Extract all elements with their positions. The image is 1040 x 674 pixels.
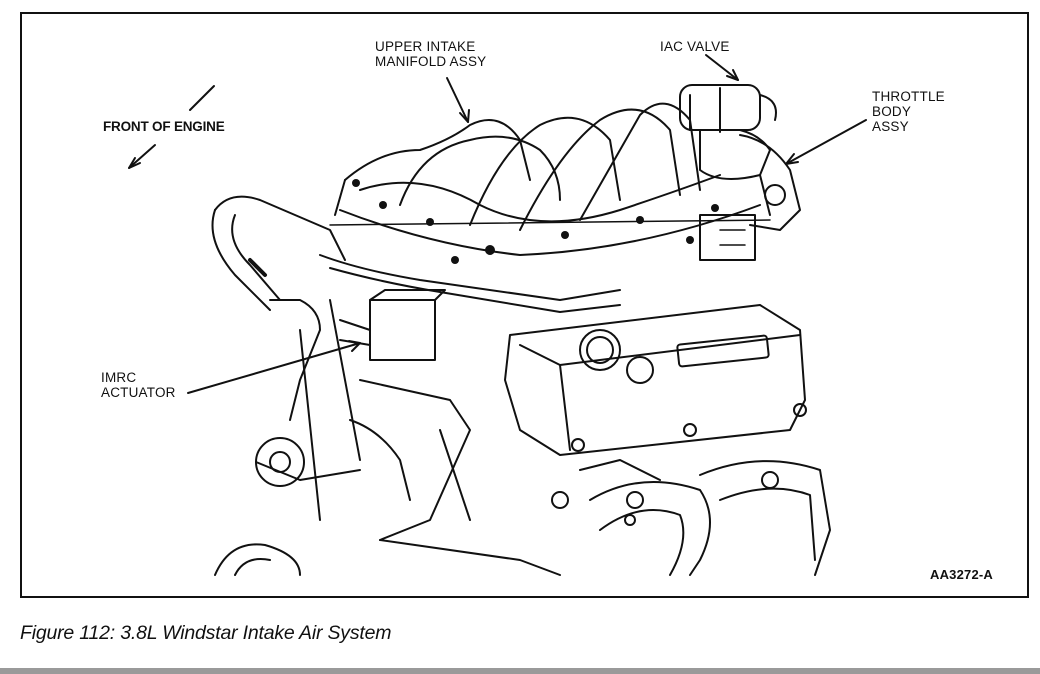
- upper-intake-label: UPPER INTAKE MANIFOLD ASSY: [375, 39, 487, 69]
- leader-lines: [128, 54, 867, 394]
- throttle-body-assembly: [679, 84, 801, 261]
- diagram-frame: [20, 12, 1029, 598]
- bottom-rule: [0, 668, 1040, 674]
- exhaust-manifold: [551, 459, 831, 576]
- pulleys: [214, 437, 361, 576]
- throttle-body-label: THROTTLE BODY ASSY: [872, 89, 945, 134]
- upper-intake-manifold: [329, 102, 771, 256]
- iac-valve-label: IAC VALVE: [660, 39, 730, 54]
- valve-cover: [504, 304, 807, 456]
- engine-block: [299, 289, 561, 576]
- imrc-actuator-label: IMRC ACTUATOR: [101, 370, 176, 400]
- hoses: [211, 195, 621, 421]
- figure-caption: Figure 112: 3.8L Windstar Intake Air Sys…: [20, 622, 392, 644]
- front-of-engine-label: FRONT OF ENGINE: [103, 119, 225, 134]
- manifold-bolts: [352, 179, 719, 264]
- figure-id-label: AA3272-A: [930, 567, 994, 582]
